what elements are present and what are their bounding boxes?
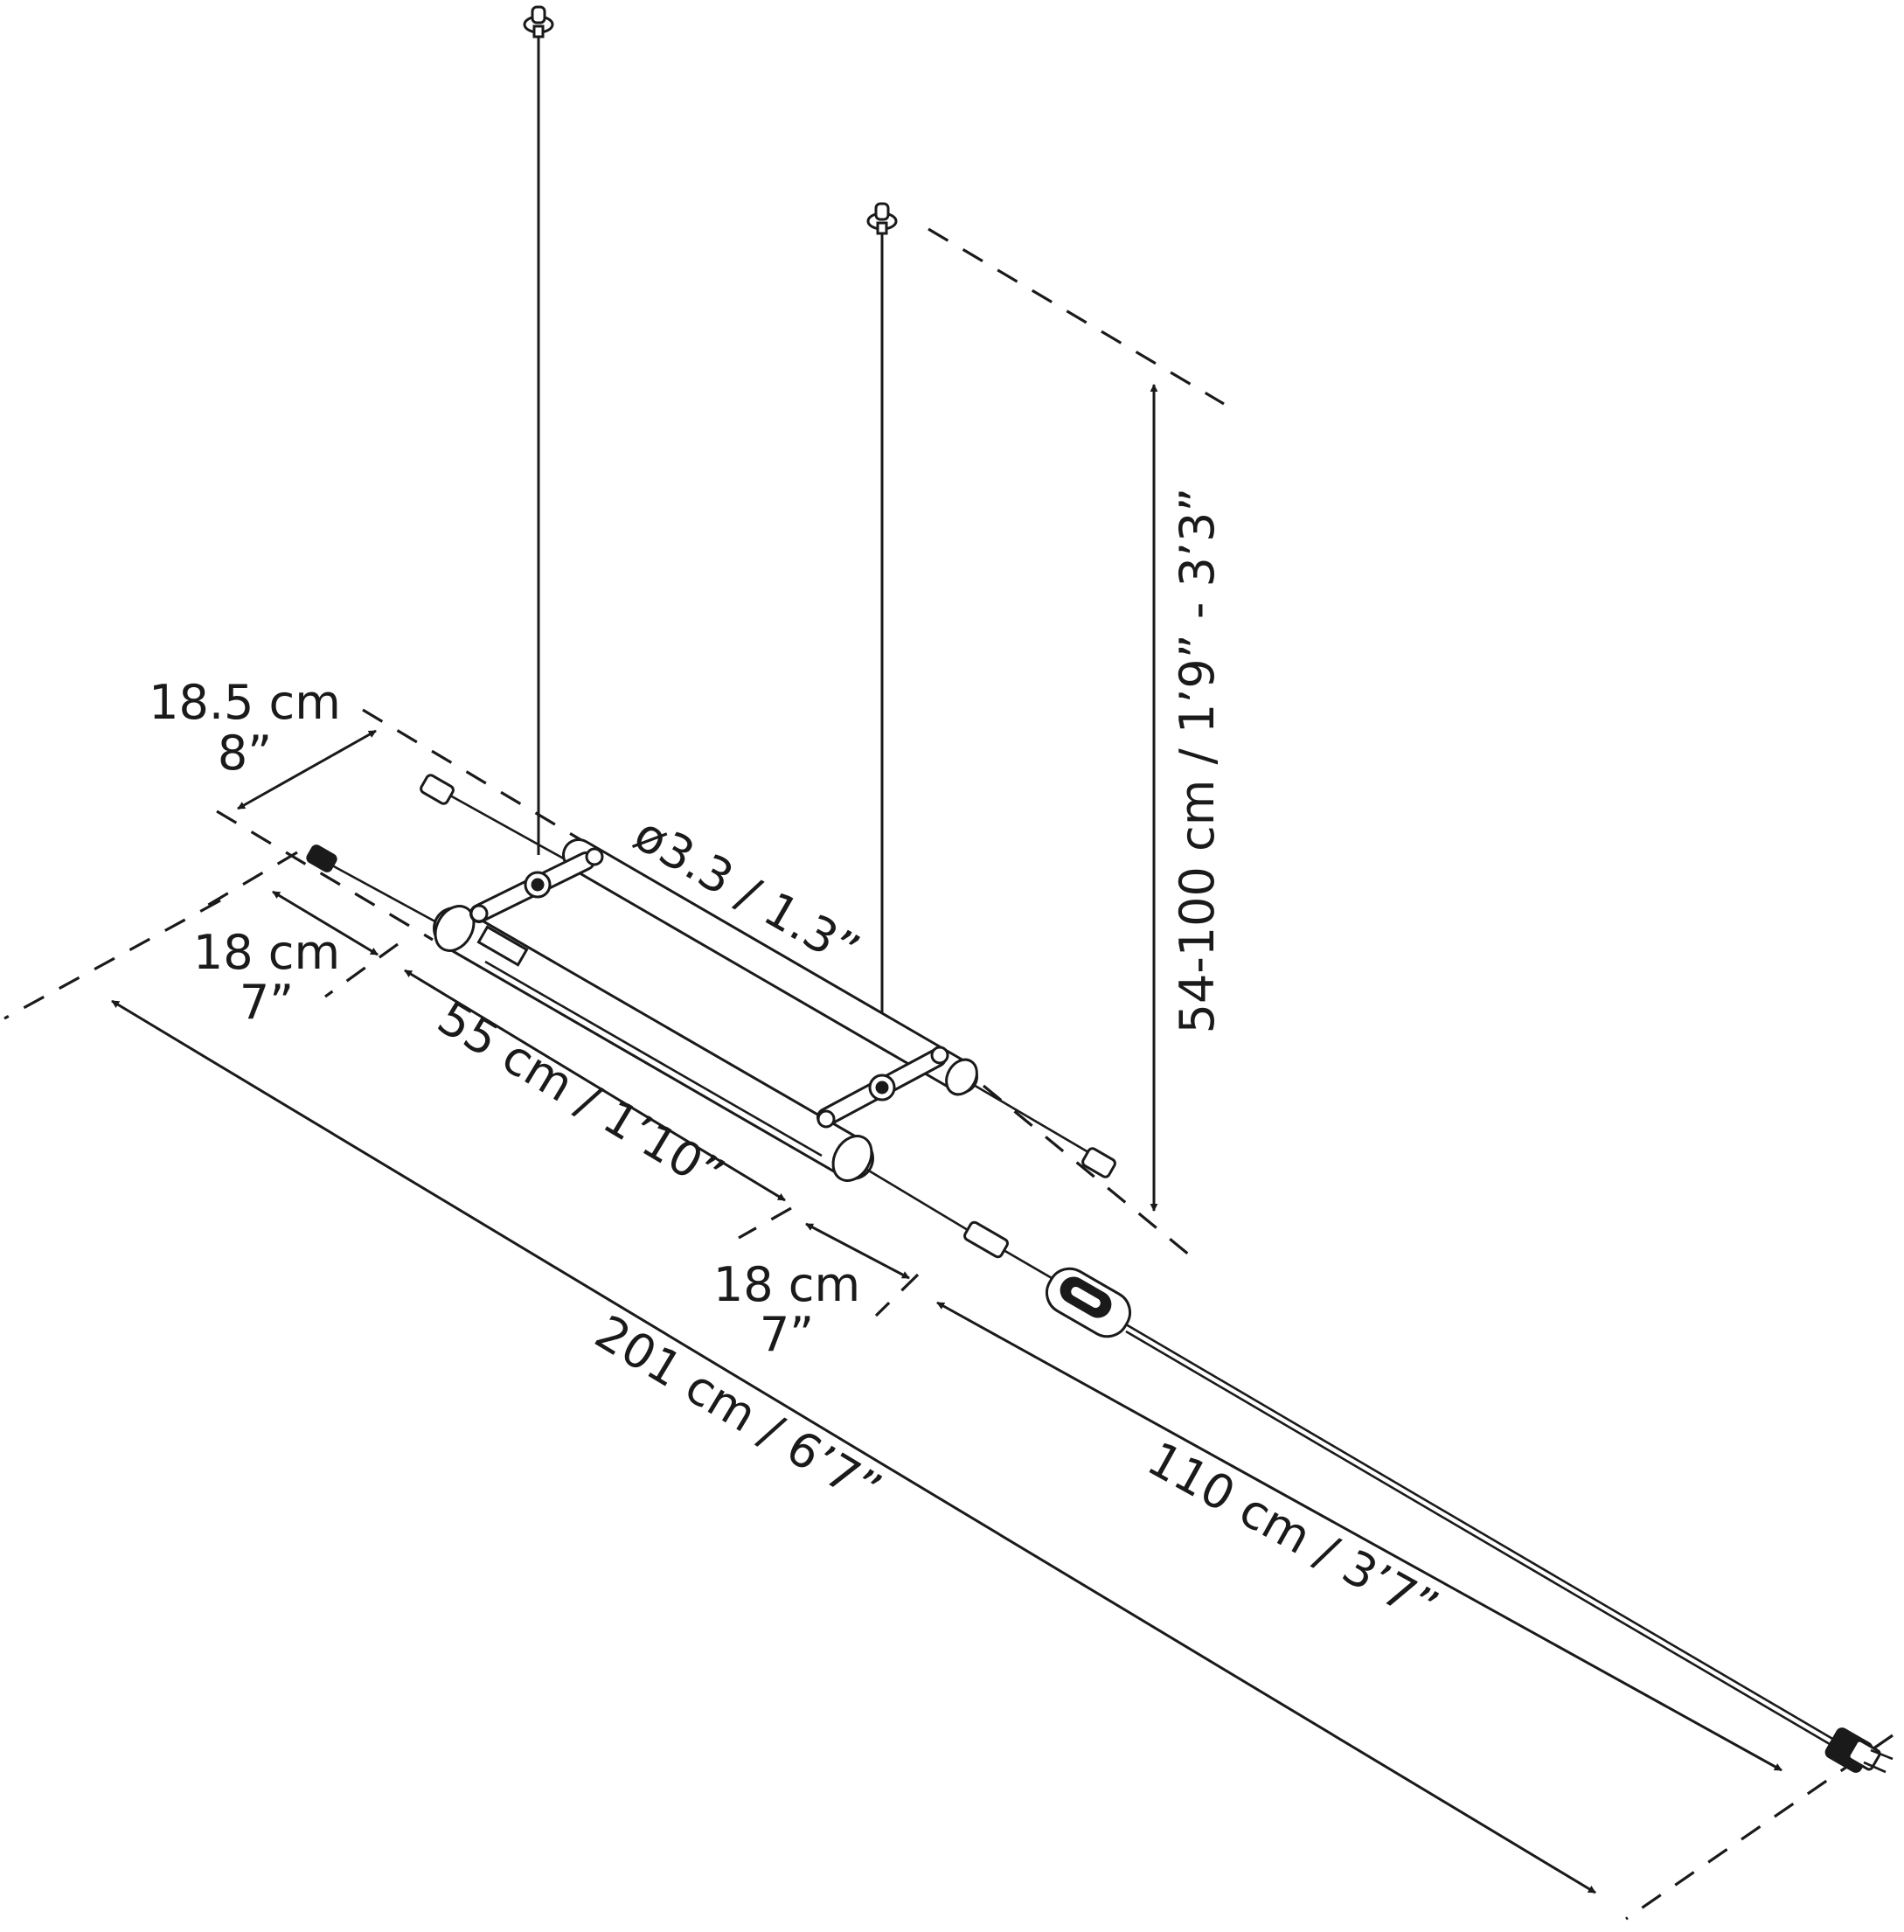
ext-line-rear-tube xyxy=(362,708,595,850)
bracket-right xyxy=(816,1046,949,1129)
rear-cable-right xyxy=(971,1082,1089,1154)
label-tube-spacing-metric: 18.5 cm xyxy=(149,675,341,730)
ext-line-front-tube xyxy=(216,810,434,942)
ext-line-power-start xyxy=(874,1273,920,1317)
ext-line-cable-left-start xyxy=(200,851,298,911)
ext-line-total-start xyxy=(3,899,221,1020)
arrow-power-cord xyxy=(936,1301,1782,1772)
ceiling-anchor-right-icon xyxy=(866,202,898,235)
label-total-length: 201 cm / 6’7” xyxy=(586,1304,891,1518)
connector-front-left-icon xyxy=(306,844,337,872)
suspension xyxy=(523,5,898,1047)
power-cord xyxy=(1125,1323,1835,1741)
dimension-labels: 18.5 cm 8” 18 cm 7” 55 cm / 1’10” 18 cm … xyxy=(149,488,1447,1636)
light-fixture xyxy=(306,774,1894,1774)
label-cable-mid-metric: 18 cm xyxy=(713,1257,860,1312)
power-plug-icon xyxy=(1824,1727,1894,1774)
front-cable-left xyxy=(331,864,442,927)
power-cable-segment-1 xyxy=(866,1168,973,1234)
arrow-tube-spacing xyxy=(237,729,377,810)
connector-rear-left-icon xyxy=(420,774,455,805)
ceiling-anchor-left-icon xyxy=(523,5,554,38)
label-power-cord: 110 cm / 3’7” xyxy=(1138,1431,1447,1636)
label-suspension: 54-100 cm / 1’9” - 3’3” xyxy=(1170,488,1225,1034)
dimmer-switch-icon xyxy=(1045,1267,1132,1338)
label-cable-left-imperial: 7” xyxy=(240,975,294,1030)
ext-line-top-suspension xyxy=(928,227,1225,406)
inline-connector-icon xyxy=(963,1220,1009,1259)
arrow-cable-left xyxy=(272,890,379,956)
rear-cable-left xyxy=(449,794,569,863)
power-cord-edge xyxy=(1125,1330,1835,1748)
front-tube-label xyxy=(476,925,529,967)
bracket-left xyxy=(469,847,604,923)
ext-line-cable-left-end xyxy=(324,942,399,998)
label-cable-mid-imperial: 7” xyxy=(760,1307,814,1362)
ext-line-tube-end xyxy=(738,1206,792,1240)
label-cable-left-metric: 18 cm xyxy=(193,925,340,980)
ext-line-bottom-suspension xyxy=(982,1084,1201,1265)
power-cable-segment-2 xyxy=(1003,1248,1059,1283)
label-tube-spacing-imperial: 8” xyxy=(218,726,272,781)
dimension-arrows xyxy=(111,384,1782,1894)
arrow-total-length xyxy=(111,999,1596,1894)
